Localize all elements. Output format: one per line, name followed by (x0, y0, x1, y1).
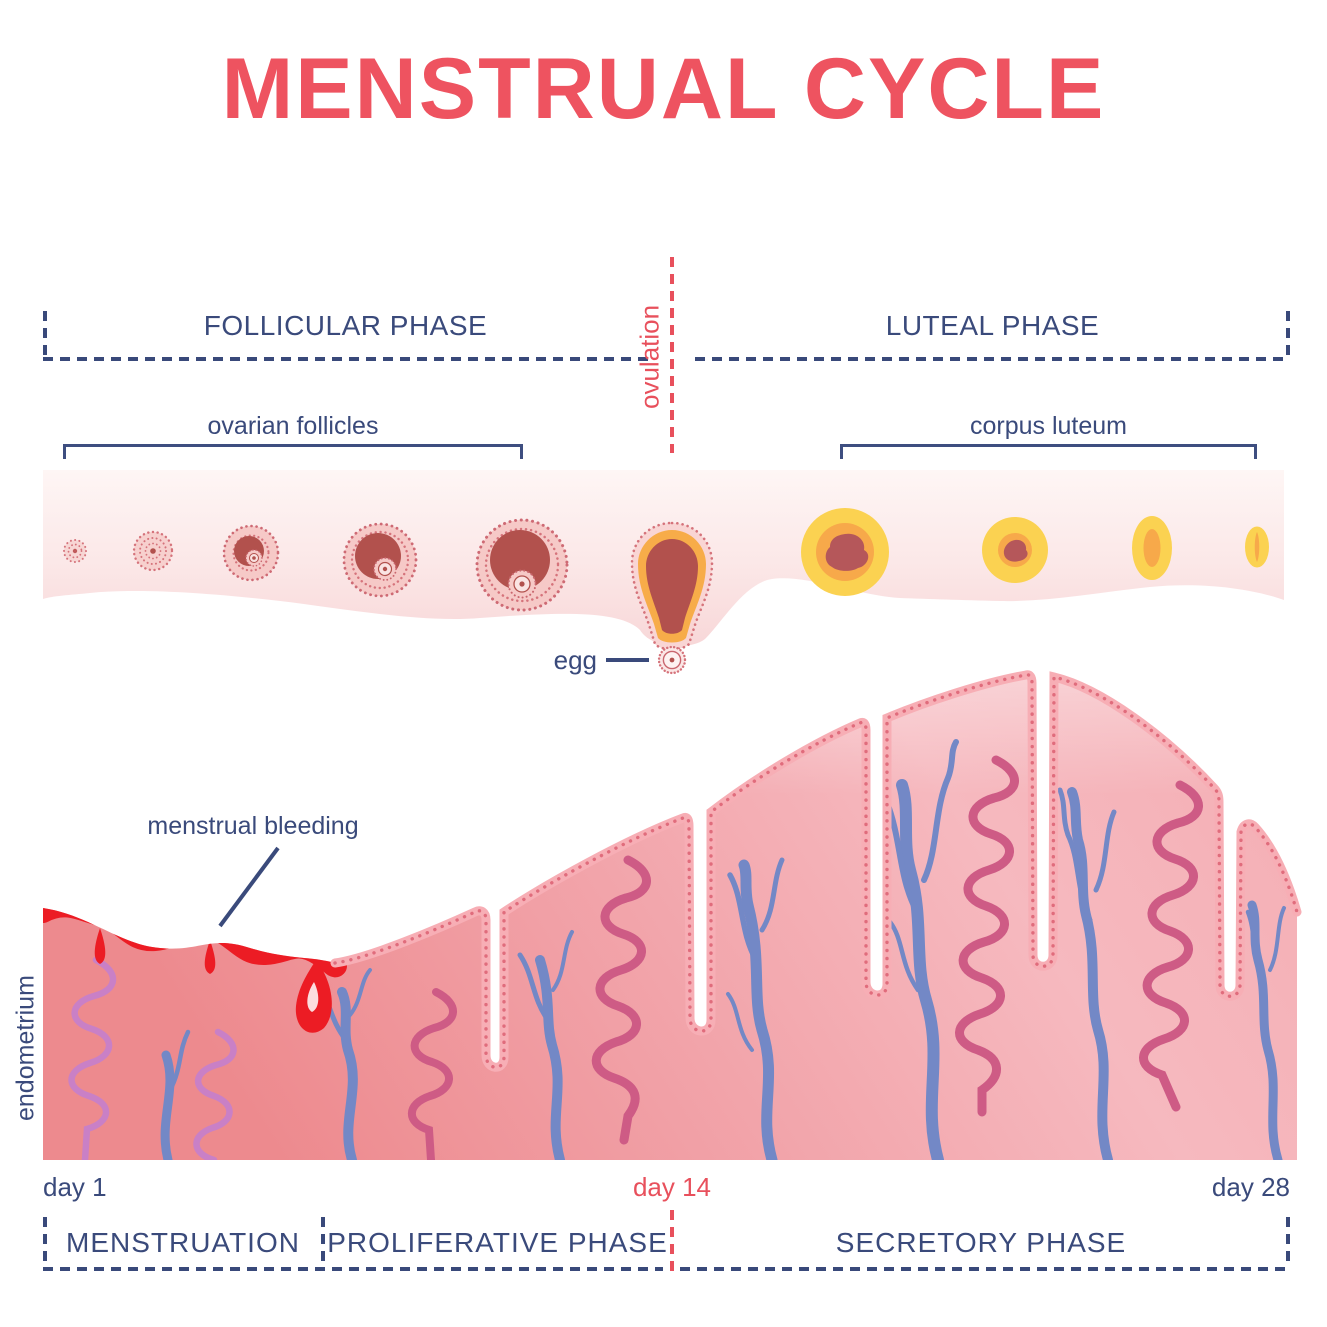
menstrual-bleeding-label: menstrual bleeding (147, 812, 359, 840)
bleeding-pointer-line (218, 846, 280, 928)
corpus-luteum-stage-4 (1245, 526, 1269, 568)
menstruation-bracket-tick (43, 1217, 47, 1267)
day-28-label: day 28 (1211, 1172, 1290, 1202)
follicle-stage-2 (132, 530, 174, 572)
blood-vessels (160, 739, 1286, 1161)
corpus-luteum-stage-1 (801, 508, 889, 596)
endometrium-axis-label: endometrium (11, 975, 40, 1121)
day-1-label: day 1 (43, 1172, 107, 1202)
spiral-glands (408, 755, 1203, 1161)
luteal-phase-bracket-line (695, 357, 1290, 361)
follicular-phase-bracket-line (43, 357, 649, 361)
menstruation-label: MENSTRUATION (66, 1227, 300, 1258)
corpus-luteum-label: corpus luteum (969, 411, 1128, 440)
corpus-luteum-stage-3 (1132, 516, 1172, 580)
follicular-phase-bracket-tick (43, 311, 47, 357)
luteal-phase-label: LUTEAL PHASE (885, 310, 1100, 341)
ovulating-follicle (630, 521, 714, 651)
corpus-luteum-stage-2 (982, 517, 1048, 583)
day-14-label: day 14 (632, 1172, 712, 1202)
follicle-stage-5 (475, 518, 569, 612)
bottom-bracket-line-left (43, 1267, 663, 1271)
secretory-bracket-tick (1286, 1217, 1290, 1267)
egg-illustration (657, 645, 687, 675)
luteal-phase-bracket-tick (1286, 311, 1290, 357)
follicle-stage-1 (63, 539, 87, 563)
follicle-stage-4 (342, 522, 418, 598)
ovulation-label: ovulation (634, 304, 665, 410)
ovulation-divider-line (670, 257, 674, 453)
secretory-phase-label: SECRETORY PHASE (835, 1227, 1127, 1258)
page-title: MENSTRUAL CYCLE (221, 41, 1106, 137)
proliferative-bracket-tick (321, 1217, 325, 1267)
spiral-glands-left (68, 956, 237, 1161)
ovarian-follicles-bracket (63, 444, 523, 459)
day-14-divider-tick (670, 1210, 674, 1278)
follicle-stage-3 (222, 524, 280, 582)
egg-label: egg (553, 645, 597, 675)
endometrium-illustration (43, 670, 1302, 1161)
follicular-phase-label: FOLLICULAR PHASE (203, 310, 488, 341)
corpus-luteum-bracket (840, 444, 1257, 459)
ovarian-follicles-label: ovarian follicles (207, 411, 379, 440)
endometrium-border (330, 670, 1302, 1072)
bottom-bracket-line-right (680, 1267, 1290, 1271)
ovary-band-illustration (43, 470, 1284, 675)
proliferative-phase-label: PROLIFERATIVE PHASE (327, 1227, 668, 1258)
